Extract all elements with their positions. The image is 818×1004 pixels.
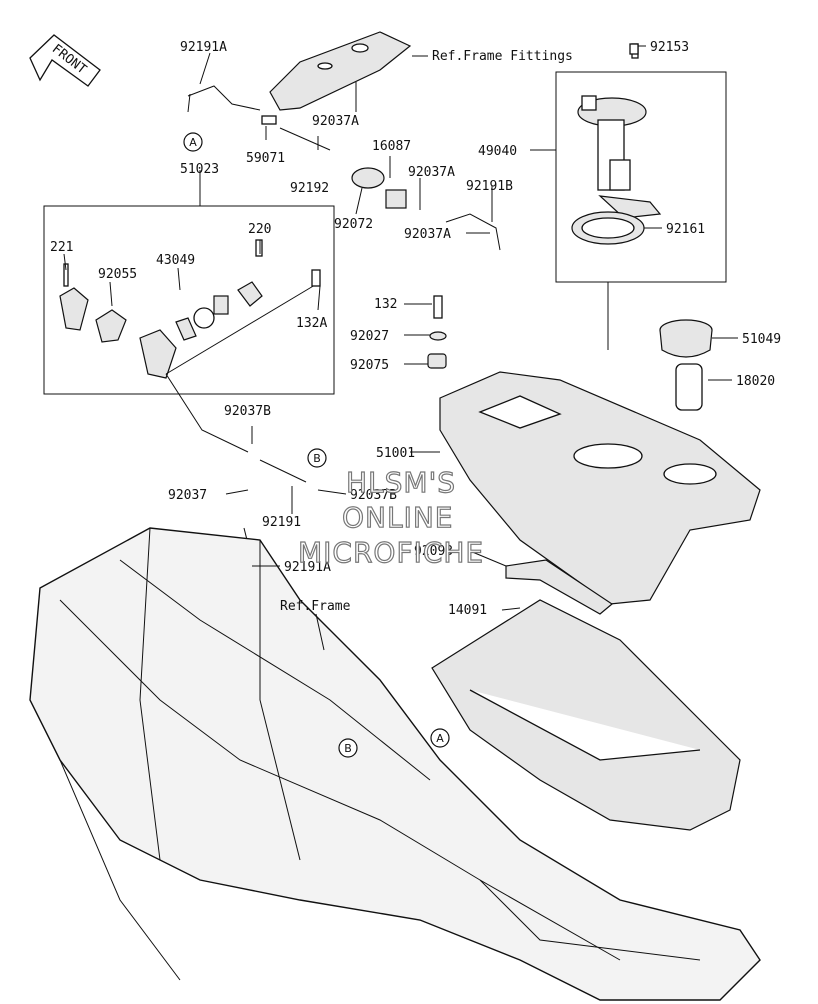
label-51023: 51023 [180,162,219,177]
svg-text:B: B [313,452,321,465]
watermark: HLSM'S ONLINE MICROFICHE [297,465,484,569]
label-92075: 92075 [350,358,389,373]
callout-a-frame: A [430,728,450,748]
petcock-group-box [43,205,335,395]
label-92191: 92191 [262,515,301,530]
label-92153: 92153 [650,40,689,55]
label-132: 132 [374,297,397,312]
label-51001: 51001 [376,446,415,461]
fuel-pump-group-box [555,71,727,283]
label-14091: 14091 [448,603,487,618]
svg-text:HLSM'S: HLSM'S [346,466,456,499]
label-92191B: 92191B [466,179,513,194]
fuel-tank-tray [431,599,741,831]
label-18020: 18020 [736,374,775,389]
label-132A: 132A [296,316,327,331]
svg-text:ONLINE: ONLINE [342,501,453,534]
vehicle-frame [29,527,761,1001]
label-ref-frame-fittings: Ref.Frame Fittings [432,49,573,64]
label-92037A-3: 92037A [404,227,451,242]
part-labels: 92191A Ref.Frame Fittings 92153 92037A 5… [50,40,781,618]
label-92093: 92093 [414,544,453,559]
label-16087: 16087 [372,139,411,154]
label-92191A-top: 92191A [180,40,227,55]
fuel-cap [659,319,713,358]
label-92192: 92192 [290,181,329,196]
label-92037B-2: 92037B [350,488,397,503]
label-ref-frame: Ref.Frame [280,599,351,614]
label-43049: 43049 [156,253,195,268]
frame-fittings-bracket [269,31,412,111]
label-59071: 59071 [246,151,285,166]
callout-b-frame: B [338,738,358,758]
leader-lines [63,45,738,651]
fuel-pump-assembly [577,43,662,219]
rubber-pad [505,559,614,615]
callout-b-top: B [307,448,327,468]
label-92037A-2: 92037A [408,165,455,180]
front-arrow-icon: FRONT [29,34,101,87]
svg-text:A: A [189,136,197,149]
svg-text:B: B [344,742,352,755]
label-92161: 92161 [666,222,705,237]
label-220: 220 [248,222,271,237]
label-92037B-1: 92037B [224,404,271,419]
label-221: 221 [50,240,73,255]
label-92037A-1: 92037A [312,114,359,129]
filler-neck [675,363,703,411]
svg-text:A: A [436,732,444,745]
fuel-filter [351,167,407,209]
svg-text:MICROFICHE: MICROFICHE [298,536,484,569]
label-92027: 92027 [350,329,389,344]
pump-gasket-ring [571,211,645,245]
fuel-tank [439,371,761,605]
callout-a-top: A [183,132,203,152]
fuel-hoses [165,85,501,561]
label-51049: 51049 [742,332,781,347]
label-92055: 92055 [98,267,137,282]
petcock-parts [59,239,263,379]
label-92191A-bottom: 92191A [284,560,331,575]
label-49040: 49040 [478,144,517,159]
label-92037: 92037 [168,488,207,503]
tank-mount-hardware [311,43,639,369]
label-92072: 92072 [334,217,373,232]
